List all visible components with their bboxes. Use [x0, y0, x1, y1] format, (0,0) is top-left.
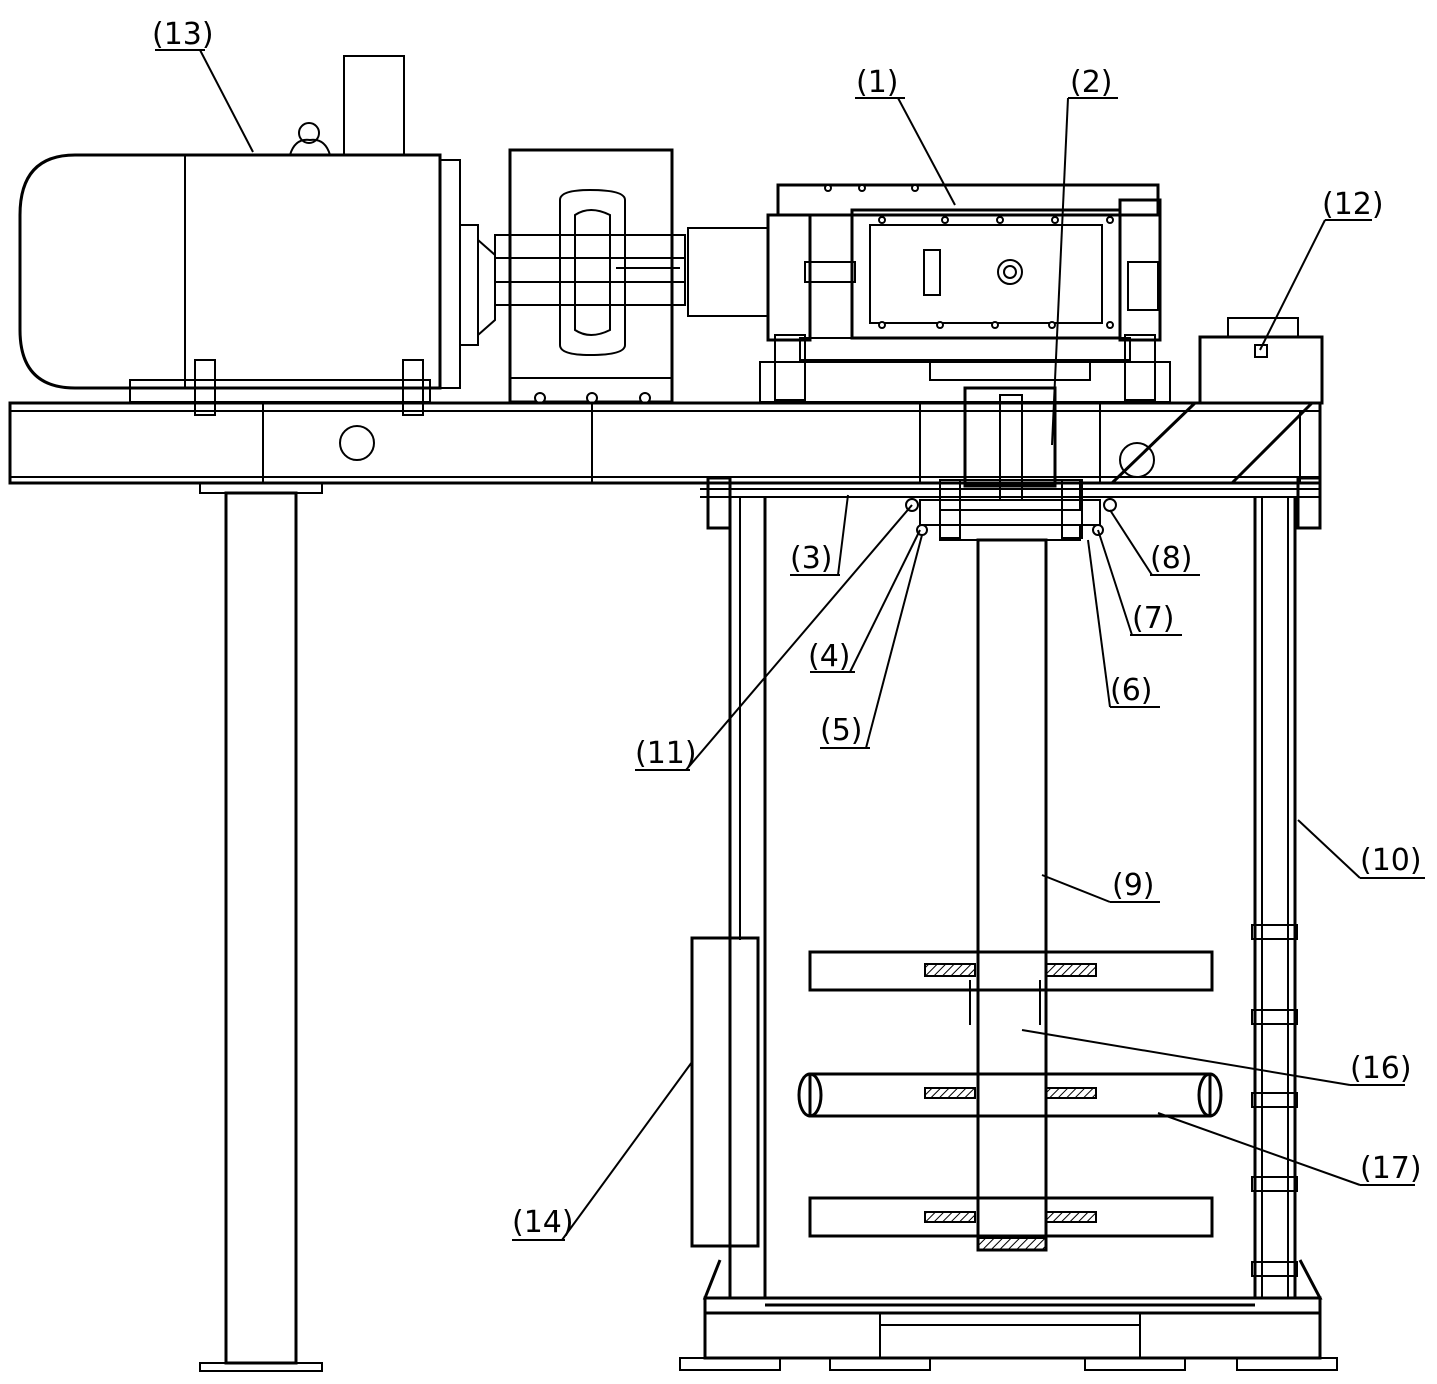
label-9: (9)	[1112, 868, 1155, 903]
label-3: (3)	[790, 541, 833, 576]
support-beam	[8, 401, 1322, 485]
label-16: (16)	[1350, 1051, 1412, 1086]
mixing-tank	[679, 476, 1338, 1371]
support-column	[199, 482, 323, 1372]
leader-lines	[155, 49, 1425, 1241]
label-1: (1)	[856, 65, 899, 100]
motor	[18, 55, 496, 416]
label-2: (2)	[1070, 65, 1113, 100]
label-8: (8)	[1150, 541, 1193, 576]
label-13: (12)	[1322, 187, 1384, 222]
agitator	[797, 538, 1223, 1252]
coupling-housing	[494, 148, 686, 404]
feed-hopper	[1110, 317, 1324, 485]
label-11: (11)	[635, 736, 697, 771]
gear-reducer	[687, 183, 1171, 403]
label-4: (4)	[808, 639, 851, 674]
label-6: (6)	[1110, 673, 1153, 708]
label-10: (10)	[1360, 843, 1422, 878]
label-17: (17)	[1360, 1151, 1422, 1186]
label-12: (14)	[512, 1205, 574, 1240]
label-14: (13)	[152, 17, 214, 52]
label-7: (7)	[1132, 601, 1175, 636]
part-labels: (13) (1) (2) (12) (3) (8) (7) (4) (6) (5…	[152, 17, 1422, 1240]
label-5: (5)	[820, 713, 863, 748]
